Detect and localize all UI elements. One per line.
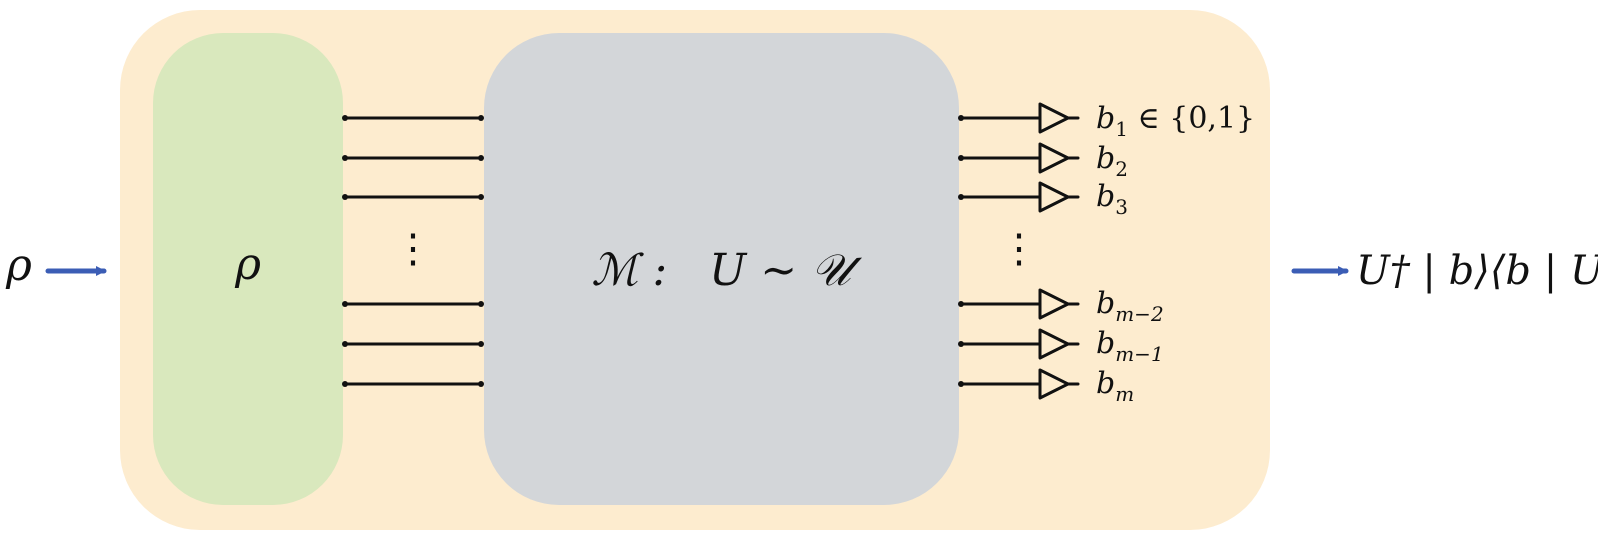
output-wire-endpoints: [958, 115, 964, 387]
measurement-box-label: ℳ : U ∼ 𝒰: [591, 245, 862, 296]
output-label-3: b3: [1096, 179, 1128, 219]
detector-m: [959, 368, 1080, 400]
state-box: [153, 33, 343, 505]
measurement-box: [484, 33, 959, 505]
inner-dots: ⋮: [393, 226, 433, 272]
detector-m-2: [959, 288, 1080, 320]
state-box-label: ρ: [234, 239, 261, 290]
input-label: ρ: [5, 240, 32, 291]
output-label-2: b2: [1096, 141, 1128, 181]
detector-3: [959, 181, 1080, 213]
output-label-1: b1 ∈ {0,1}: [1096, 101, 1255, 141]
output-label-m: bm: [1096, 366, 1134, 406]
inner-wires: [343, 116, 483, 386]
output-dots: ⋮: [999, 226, 1039, 272]
output-label-m-1: bm−1: [1096, 326, 1164, 366]
output-wires: [959, 102, 1080, 400]
result-label: U† | b⟩⟨b | U: [1356, 248, 1598, 294]
detector-1: [959, 102, 1080, 134]
output-label-m-2: bm−2: [1096, 286, 1164, 326]
detector-m-1: [959, 328, 1080, 360]
inner-wire-endpoints: [342, 115, 484, 387]
detector-2: [959, 142, 1080, 174]
